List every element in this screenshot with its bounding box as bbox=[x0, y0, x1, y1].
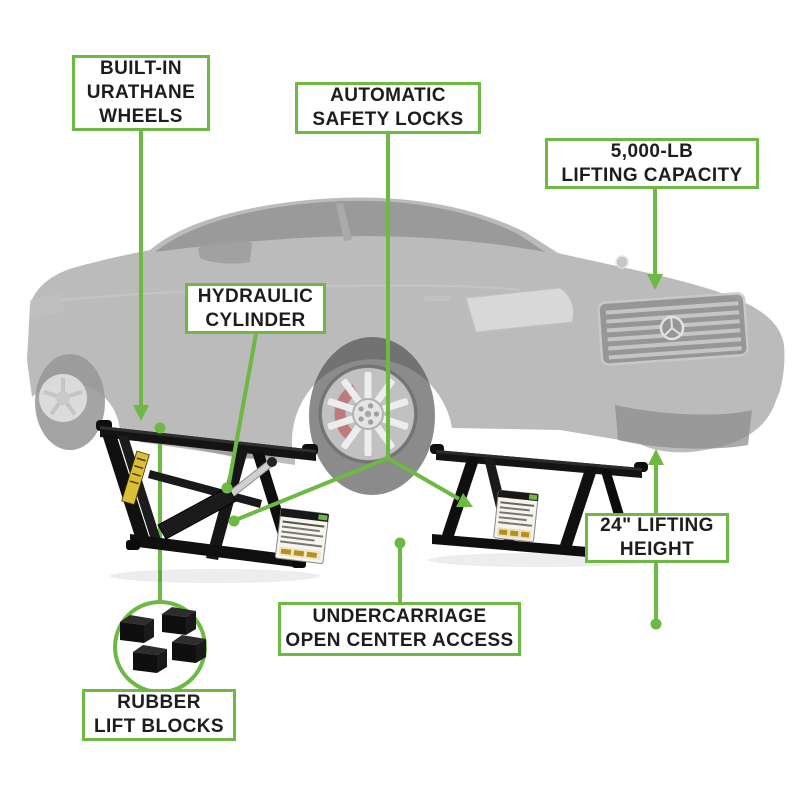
callout-line: URATHANE bbox=[86, 82, 196, 104]
callout-line: UNDERCARRIAGE bbox=[312, 606, 487, 628]
callout-line: SAFETY LOCKS bbox=[312, 109, 464, 130]
arrowhead-down bbox=[133, 405, 149, 421]
callout-line: LIFT BLOCKS bbox=[94, 716, 224, 737]
car-door-handle-front bbox=[424, 296, 450, 301]
callout-line: OPEN CENTER ACCESS bbox=[285, 630, 514, 651]
endpoint-dot bbox=[154, 422, 166, 434]
frame-shadow-near bbox=[110, 569, 320, 583]
endpoint-dot bbox=[221, 482, 233, 494]
callout-lifting-height: 24" LIFTING HEIGHT bbox=[585, 513, 729, 563]
callout-line: CYLINDER bbox=[205, 309, 306, 331]
callout-line: RUBBER bbox=[117, 692, 201, 714]
car-body bbox=[27, 197, 785, 459]
frame-strut bbox=[558, 466, 598, 552]
arrowhead-down bbox=[647, 274, 663, 290]
frame-base-rail bbox=[130, 534, 302, 568]
connector-lines-layer bbox=[139, 131, 658, 620]
callout-rubber-lift-blocks: RUBBER LIFT BLOCKS bbox=[82, 689, 236, 741]
frame-strut bbox=[118, 436, 162, 543]
car-rear-wheel bbox=[35, 354, 105, 450]
callout-lifting-capacity: 5,000-LB LIFTING CAPACITY bbox=[545, 138, 759, 189]
warning-sticker-far bbox=[493, 489, 539, 543]
callout-line: 5,000-LB bbox=[610, 140, 694, 162]
car-mirror bbox=[198, 240, 252, 264]
car-taillight bbox=[30, 293, 64, 318]
callout-hydraulic-cylinder: HYDRAULIC CYLINDER bbox=[185, 283, 326, 334]
frame-rail-highlight bbox=[100, 426, 316, 453]
callout-undercarriage-access: UNDERCARRIAGE OPEN CENTER ACCESS bbox=[278, 602, 521, 656]
callout-line: HEIGHT bbox=[619, 539, 695, 560]
car-front-wheel bbox=[309, 337, 435, 495]
frame-foot bbox=[126, 540, 140, 550]
callout-line: WHEELS bbox=[99, 105, 183, 127]
endpoint-dot bbox=[650, 618, 662, 630]
car-illustration bbox=[27, 197, 785, 465]
warning-sticker-near bbox=[274, 507, 330, 565]
callout-line: LIFTING CAPACITY bbox=[561, 164, 743, 186]
callout-automatic-safety-locks: AUTOMATIC SAFETY LOCKS bbox=[295, 82, 481, 134]
connector-endpoints bbox=[133, 274, 664, 630]
callout-line: 24" LIFTING bbox=[600, 515, 714, 537]
rubber-blocks-badge bbox=[113, 600, 207, 694]
endpoint-dot bbox=[394, 537, 406, 549]
frame-rail-highlight bbox=[436, 450, 642, 471]
connector-hydraulic bbox=[227, 333, 258, 484]
endpoint-dot bbox=[228, 515, 240, 527]
car-headlight bbox=[465, 287, 574, 333]
lift-frame-near bbox=[96, 420, 330, 583]
warning-strip-yellow bbox=[121, 450, 150, 506]
arrowhead-diagonal bbox=[456, 493, 473, 507]
car-bumper-mesh bbox=[615, 405, 752, 449]
callout-built-in-urathane-wheels: BUILT-IN URATHANE WHEELS bbox=[72, 55, 210, 131]
arrowhead-up bbox=[648, 449, 664, 465]
callout-line: AUTOMATIC bbox=[330, 85, 446, 107]
connector-safety-locks bbox=[237, 134, 461, 521]
callout-line: BUILT-IN bbox=[99, 58, 182, 80]
car-glass bbox=[155, 200, 545, 252]
car-b-pillar bbox=[336, 203, 352, 241]
rubber-blocks-icon bbox=[120, 607, 206, 673]
hydraulic-cylinder-part bbox=[157, 457, 277, 540]
callout-line: HYDRAULIC bbox=[197, 285, 314, 307]
car-grille bbox=[597, 292, 749, 366]
hood-star-emblem bbox=[615, 255, 629, 269]
